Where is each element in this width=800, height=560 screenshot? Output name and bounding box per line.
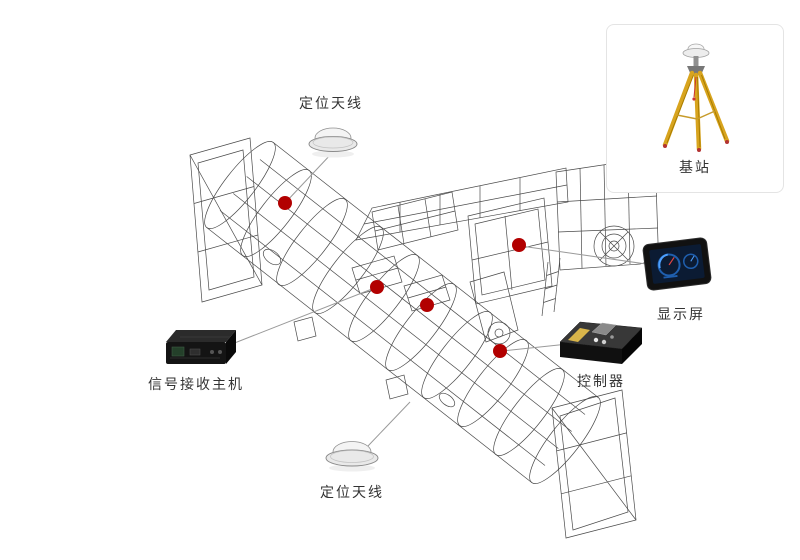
display-screen-icon xyxy=(642,237,712,291)
leader-line-display xyxy=(520,245,647,265)
gnss-antenna-bottom-icon xyxy=(325,441,379,472)
leader-line-antenna-bottom xyxy=(367,401,411,447)
base-station-panel: 基站 xyxy=(606,24,784,193)
controller-label: 控制器 xyxy=(577,374,625,390)
frame-left xyxy=(189,137,263,303)
tripod-icon xyxy=(662,43,730,152)
gnss-antenna-top-icon xyxy=(308,127,358,158)
display-screen-label: 显示屏 xyxy=(657,307,705,323)
leader-lines xyxy=(231,151,647,447)
controller-icon xyxy=(559,321,643,364)
base-station-label: 基站 xyxy=(679,160,711,176)
component-marker xyxy=(278,196,292,210)
tank-wireframe xyxy=(204,141,601,484)
antenna-bottom-label: 定位天线 xyxy=(320,485,384,501)
leader-line-receiver xyxy=(231,286,378,345)
component-marker xyxy=(493,344,507,358)
signal-receiver-label: 信号接收主机 xyxy=(148,377,244,393)
crane-wireframe xyxy=(355,159,659,345)
frame-right xyxy=(551,389,637,539)
component-marker xyxy=(370,280,384,294)
machine-wireframe xyxy=(189,137,659,539)
marker-dots xyxy=(278,196,526,358)
antenna-top-label: 定位天线 xyxy=(299,96,363,112)
component-marker xyxy=(512,238,526,252)
component-marker xyxy=(420,298,434,312)
leader-line-controller xyxy=(501,343,569,352)
leader-line-antenna-top xyxy=(284,151,334,204)
signal-receiver-icon xyxy=(166,330,236,364)
